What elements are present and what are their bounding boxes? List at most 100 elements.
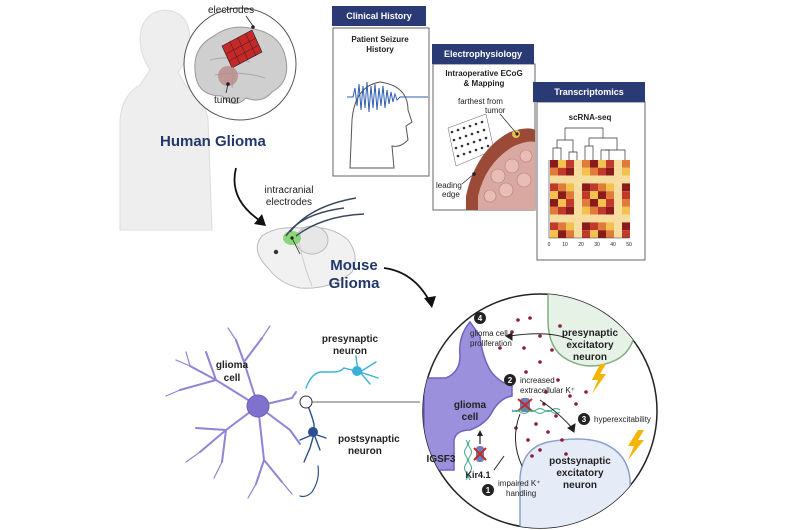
mechanism-arrows xyxy=(493,332,576,471)
heatmap-cell xyxy=(582,160,590,168)
heatmap-cell xyxy=(582,191,590,199)
heatmap-cell xyxy=(566,191,574,199)
k-ion-dot xyxy=(564,452,568,456)
heatmap-cell xyxy=(590,175,598,184)
electrophysiology-panel: Electrophysiology Intraoperative ECoG & … xyxy=(432,44,536,211)
heatmap-cell xyxy=(614,206,622,215)
presynaptic-neuron-illustration xyxy=(305,355,379,389)
heatmap-cell xyxy=(606,230,614,238)
heatmap-cell xyxy=(566,183,574,192)
heatmap-cell xyxy=(614,191,622,199)
heatmap-cell xyxy=(622,230,630,238)
clinical-subtitle-1: Patient Seizure xyxy=(351,35,409,44)
heatmap-cell xyxy=(550,191,558,199)
heatmap-cell xyxy=(590,214,598,223)
heatmap-cell xyxy=(574,167,582,176)
postsynaptic-terminal xyxy=(519,438,633,528)
k-ion-dot xyxy=(554,414,558,418)
heatmap-cell xyxy=(614,199,622,207)
lightning-icon xyxy=(592,364,606,394)
mouse-title-1: Mouse xyxy=(330,257,378,274)
heatmap-cell xyxy=(566,214,574,223)
zoom-post-label-2: excitatory xyxy=(556,468,604,479)
intracranial-label-2: electrodes xyxy=(266,197,312,208)
step-4-text-1: glioma cell xyxy=(470,329,508,338)
step-number: 4 xyxy=(478,314,483,323)
kir41-channel xyxy=(473,430,487,462)
heatmap-cell xyxy=(558,160,566,168)
heatmap-cell xyxy=(582,206,590,215)
k-ion-dot xyxy=(568,394,572,398)
ephys-lead-label-1: leading xyxy=(436,181,462,190)
brain-inset xyxy=(183,7,297,121)
heatmap-cell xyxy=(582,214,590,223)
zoom-post-label-1: postsynaptic xyxy=(549,456,611,467)
extracellular-k-ions xyxy=(498,316,588,458)
heatmap-cell xyxy=(574,183,582,192)
heatmap-cell xyxy=(582,222,590,231)
k-ion-dot xyxy=(558,324,562,328)
lightning-bolts xyxy=(592,364,644,460)
heatmap-cell xyxy=(614,160,622,168)
seizure-trace xyxy=(347,81,428,113)
axis-tick: 10 xyxy=(562,242,568,248)
heatmap-cell xyxy=(606,206,614,215)
k-ion-dot xyxy=(538,448,542,452)
tumor-label: tumor xyxy=(214,95,240,106)
heatmap-cell xyxy=(590,230,598,238)
arrow-human-to-mouse xyxy=(233,167,266,226)
heatmap-cell xyxy=(574,160,582,168)
heatmap-cell xyxy=(550,183,558,192)
step-marker-2: 2 xyxy=(504,374,516,386)
heatmap-cell xyxy=(550,222,558,231)
axis-tick: 20 xyxy=(578,242,584,248)
tumor-shape xyxy=(218,66,238,86)
heatmap-cell xyxy=(606,222,614,231)
heatmap-cell xyxy=(598,214,606,223)
heatmap-cell xyxy=(590,183,598,192)
electrode-grid xyxy=(221,29,263,69)
k-ion-dot xyxy=(538,360,542,364)
heatmap-cell xyxy=(598,191,606,199)
zoom-pre-label-1: presynaptic xyxy=(562,328,619,339)
step-1-text-2: handling xyxy=(506,489,536,498)
heatmap-cell xyxy=(566,199,574,207)
ephys-subtitle-1: Intraoperative ECoG xyxy=(445,69,522,78)
zoom-pre-label-2: excitatory xyxy=(566,340,614,351)
transcriptomics-header: Transcriptomics xyxy=(554,87,624,97)
k-ion-dot xyxy=(560,438,564,442)
step-2-text-2: extracellular K⁺ xyxy=(520,386,575,395)
k-ion-dot xyxy=(550,348,554,352)
electrophysiology-header: Electrophysiology xyxy=(444,49,522,59)
heatmap-cell xyxy=(606,214,614,223)
heatmap-cell xyxy=(582,167,590,176)
heatmap-cell xyxy=(574,206,582,215)
heatmap-cell xyxy=(550,175,558,184)
k-ion-dot xyxy=(584,390,588,394)
heatmap-cell xyxy=(606,167,614,176)
heatmap-cell xyxy=(558,230,566,238)
heatmap-cell xyxy=(558,167,566,176)
mouse-illustration xyxy=(256,197,365,289)
postsynaptic-label-2: neuron xyxy=(348,446,382,457)
heatmap-cell xyxy=(598,206,606,215)
heatmap-cell xyxy=(550,206,558,215)
electrodes-label: electrodes xyxy=(208,5,254,16)
glioma-cell-process xyxy=(423,320,513,471)
heatmap-cell xyxy=(566,222,574,231)
step-number: 3 xyxy=(582,415,587,424)
heatmap-cell xyxy=(558,183,566,192)
heatmap-cell xyxy=(558,222,566,231)
scrnaseq-label: scRNA-seq xyxy=(569,113,612,122)
heatmap-cell xyxy=(582,199,590,207)
heatmap-cell xyxy=(574,214,582,223)
arrow-mouse-to-detail xyxy=(383,267,436,308)
glioma-cell-illustration xyxy=(165,325,301,499)
heatmap-cell xyxy=(582,230,590,238)
heatmap-cell xyxy=(622,222,630,231)
glioma-cell-label-2: cell xyxy=(224,373,241,384)
clinical-history-panel: Clinical History Patient Seizure History xyxy=(332,6,430,177)
tumor-tissue-section xyxy=(461,113,535,210)
k-ion-dot xyxy=(546,430,550,434)
heatmap-cell xyxy=(622,183,630,192)
